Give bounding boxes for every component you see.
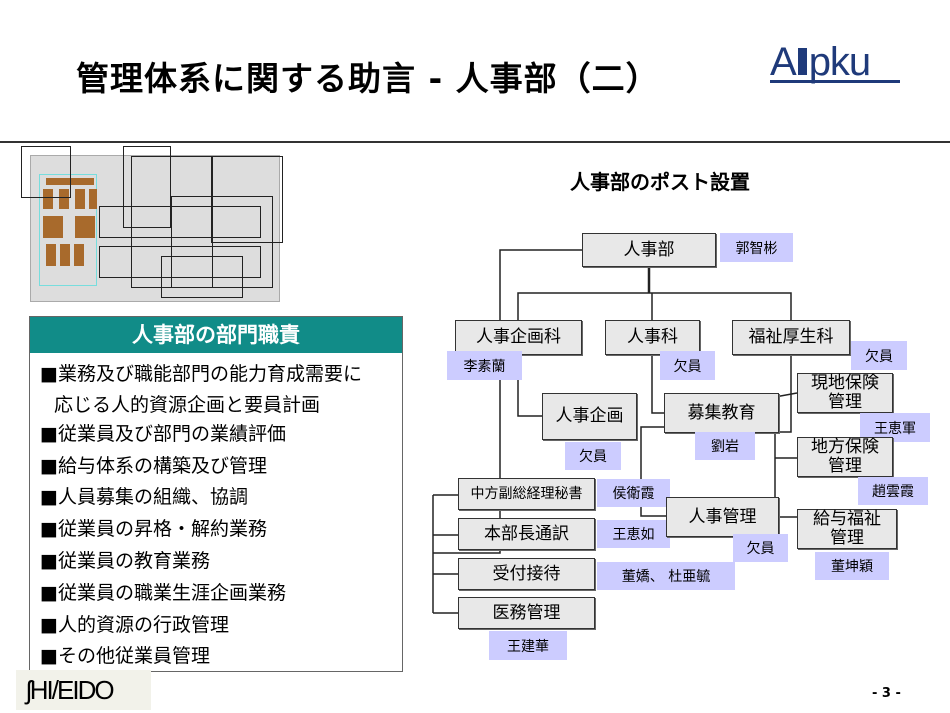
duty-item: ■人員募集の組織、協調 (40, 486, 248, 509)
person-tag: 劉岩 (695, 432, 755, 460)
person-tag: 王建華 (489, 631, 567, 660)
duty-item: ■従業員及び部門の業績評価 (40, 422, 286, 445)
duty-item: ■業務及び職能部門の能力育成需要に応じる人的資源企画と要員計画 (40, 363, 362, 416)
duty-item: ■その他従業員管理 (40, 645, 210, 668)
org-node-payroll: 給与福祉管理 (797, 509, 897, 549)
org-node-regional-insurance: 地方保険管理 (797, 437, 893, 477)
person-tag: 欠員 (660, 351, 715, 380)
org-node-reception: 受付接待 (458, 558, 595, 590)
duties-heading: 人事部の部門職責 (30, 317, 402, 353)
person-tag: 董嬌、 杜亜毓 (597, 562, 735, 590)
logo-underline (770, 80, 900, 83)
person-tag: 侯衛霞 (597, 479, 670, 507)
duty-item: ■従業員の昇格・解約業務 (40, 518, 267, 541)
org-node-hr-planning: 人事企画 (542, 393, 637, 440)
duty-item: ■従業員の職業生涯企画業務 (40, 581, 286, 604)
person-tag: 董坤穎 (815, 552, 889, 580)
duty-item: ■人的資源の行政管理 (40, 613, 229, 636)
person-tag: 趙雲霞 (858, 477, 928, 505)
org-node-planning-section: 人事企画科 (455, 320, 582, 355)
person-tag: 欠員 (565, 442, 621, 470)
org-node-recruit: 募集教育 (664, 393, 779, 433)
org-node-secretary: 中方副総経理秘書 (458, 478, 595, 510)
org-node-hr-admin: 人事管理 (666, 497, 779, 537)
org-node-medical: 医務管理 (458, 597, 595, 629)
org-node-interpreter: 本部長通訳 (458, 518, 595, 550)
person-tag: 欠員 (733, 534, 788, 562)
org-chart-title: 人事部のポスト設置 (570, 170, 750, 194)
org-node-welfare-section: 福祉厚生科 (732, 320, 850, 355)
shiseido-logo: ʃHI/EIDO (16, 670, 151, 710)
page-title: 管理体系に関する助言 - 人事部（二） (76, 59, 660, 98)
person-tag: 王恵如 (597, 520, 670, 548)
org-thumbnail-image (21, 146, 283, 302)
org-node-local-insurance: 現地保険管理 (797, 373, 893, 413)
duty-item: ■給与体系の構築及び管理 (40, 454, 267, 477)
org-node-hr-section: 人事科 (605, 320, 700, 355)
header-divider (0, 141, 950, 143)
page-number: - 3 - (872, 686, 901, 701)
person-tag: 李素蘭 (447, 351, 522, 380)
person-tag: 郭智彬 (720, 233, 793, 262)
duties-list: ■業務及び職能部門の能力育成需要に応じる人的資源企画と要員計画 ■従業員及び部門… (30, 359, 402, 673)
duty-item: ■従業員の教育業務 (40, 549, 210, 572)
duties-panel: 人事部の部門職責 ■業務及び職能部門の能力育成需要に応じる人的資源企画と要員計画… (29, 316, 403, 672)
person-tag: 欠員 (851, 341, 907, 370)
org-node-hr: 人事部 (582, 233, 716, 267)
